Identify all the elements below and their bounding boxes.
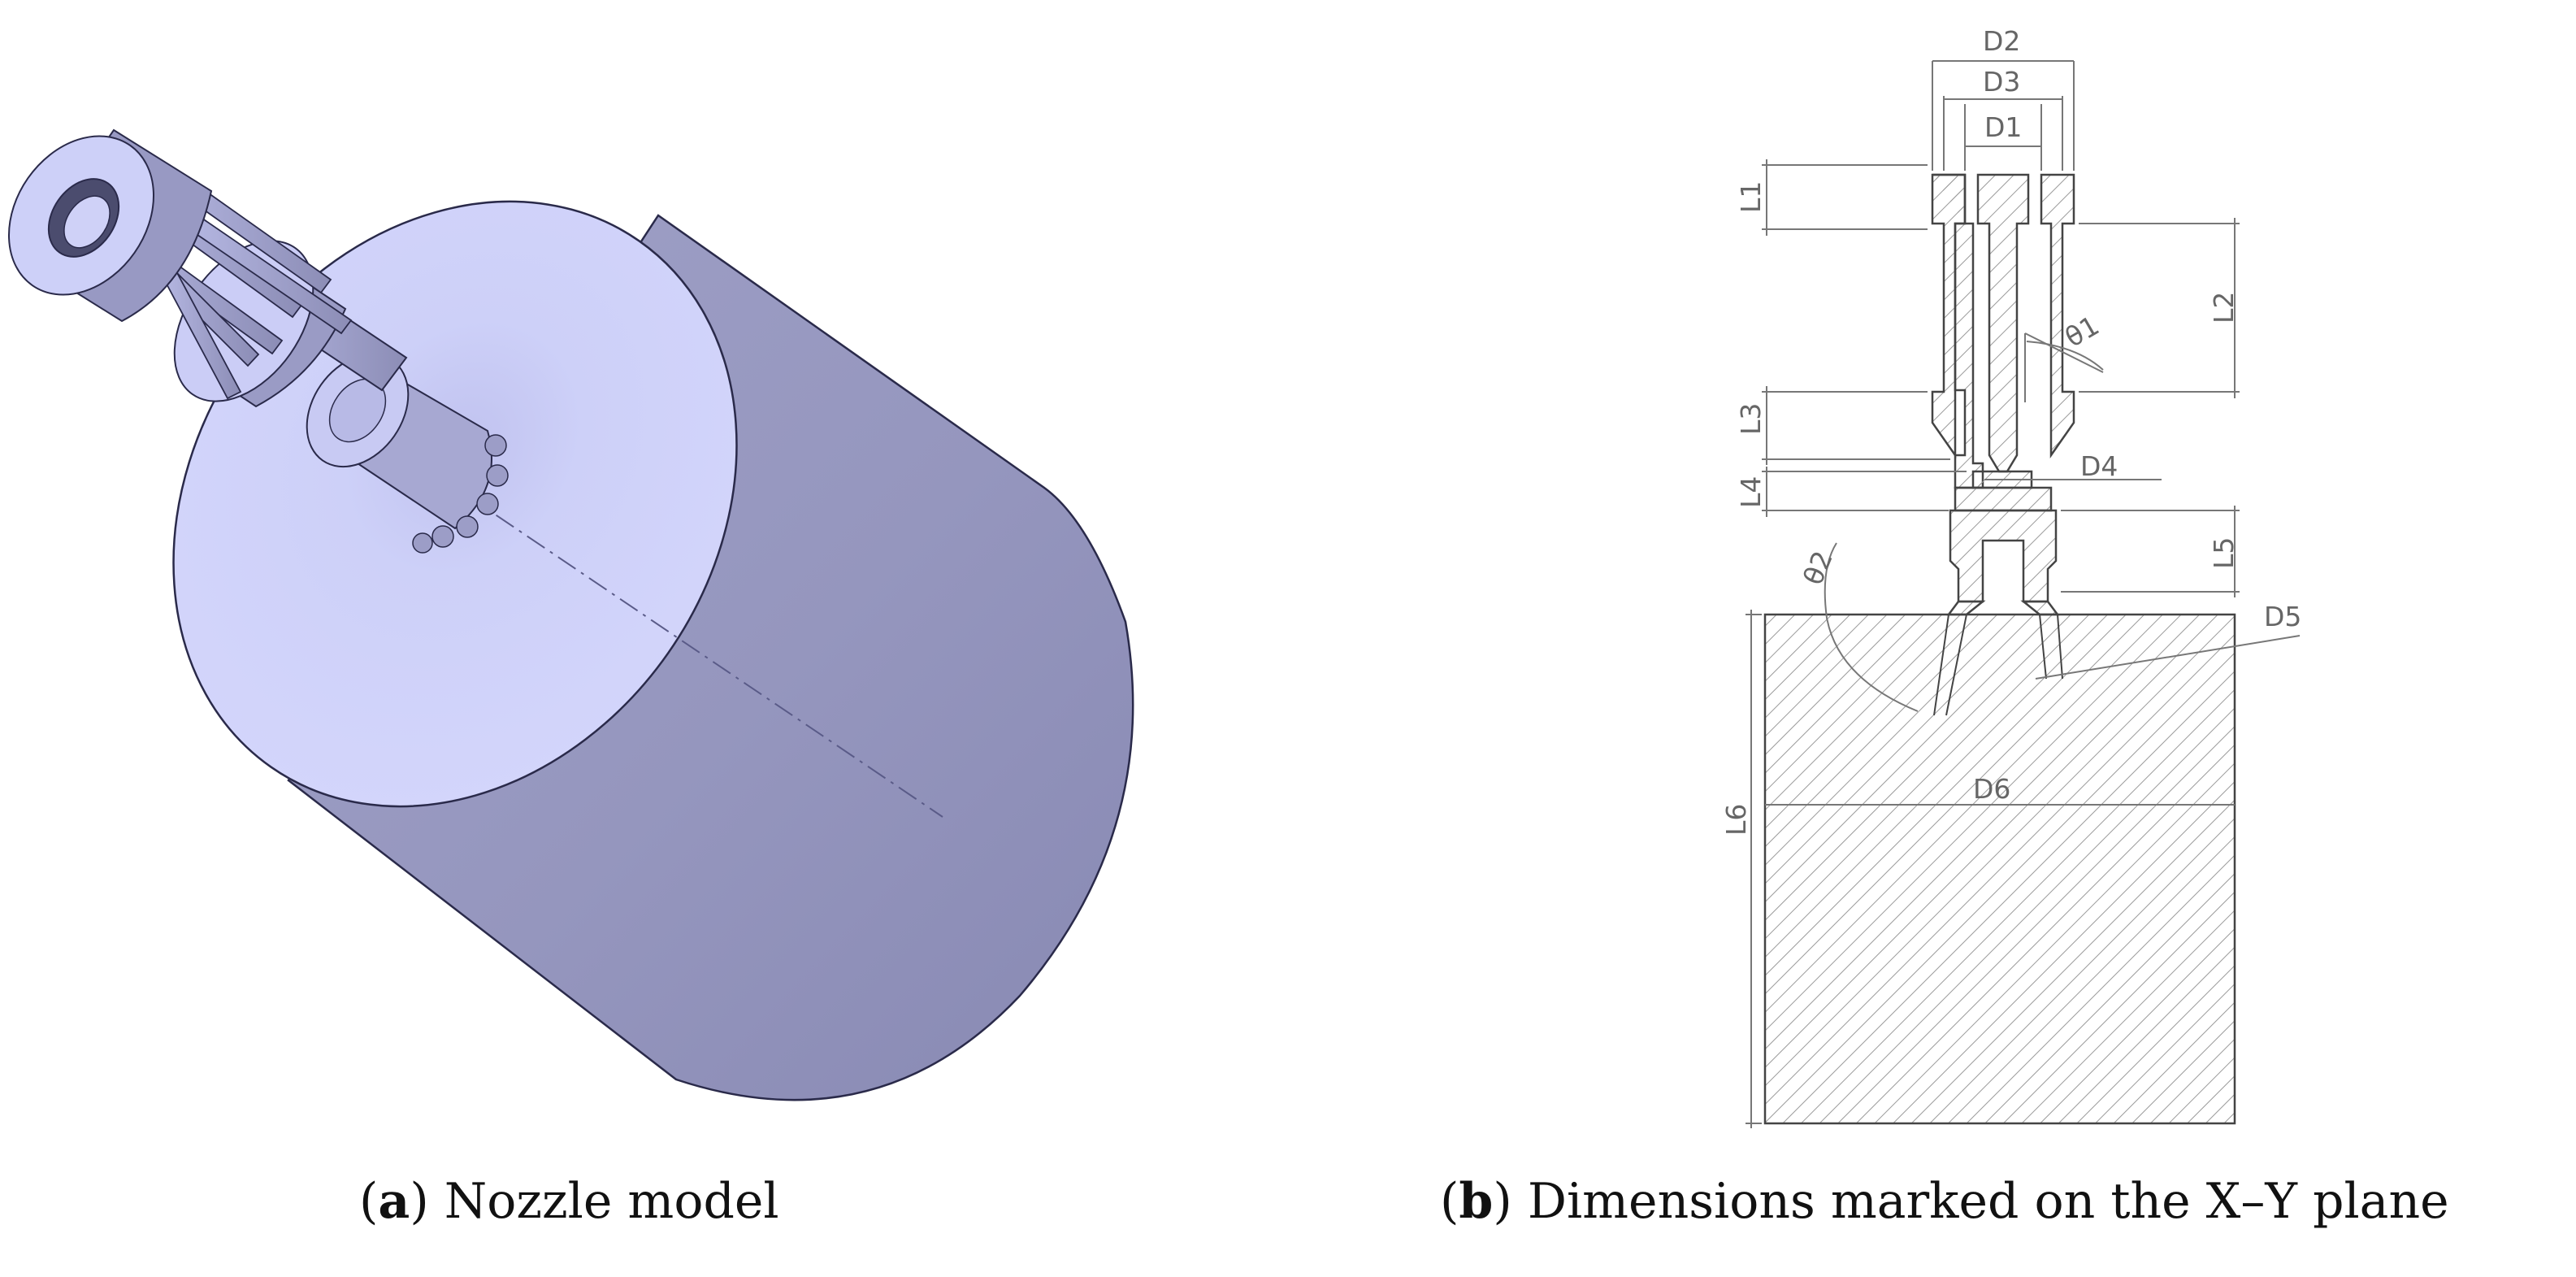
caption-a-letter: a bbox=[378, 1173, 410, 1230]
dimension-labels: D2 D3 D1 L1 L2 θ1 L3 D4 L4 L5 θ2 D5 D6 L… bbox=[1720, 25, 2301, 836]
label-l2: L2 bbox=[2208, 292, 2240, 324]
label-d3: D3 bbox=[1983, 66, 2020, 98]
caption-a-open: ( bbox=[359, 1173, 379, 1230]
cylinder-side bbox=[287, 214, 1134, 1101]
label-d6: D6 bbox=[1973, 773, 2010, 805]
label-theta1: θ1 bbox=[2060, 310, 2105, 354]
caption-b-open: ( bbox=[1440, 1173, 1459, 1230]
caption-a-close: ) bbox=[410, 1173, 429, 1230]
label-l4: L4 bbox=[1735, 476, 1767, 508]
label-d1: D1 bbox=[1984, 111, 2022, 143]
caption-b-text: Dimensions marked on the X–Y plane bbox=[1511, 1173, 2449, 1230]
caption-b-letter: b bbox=[1459, 1173, 1494, 1230]
label-l6: L6 bbox=[1720, 804, 1752, 836]
dimension-drawing: D2 D3 D1 L1 L2 θ1 L3 D4 L4 L5 θ2 D5 D6 L… bbox=[1720, 25, 2301, 1128]
caption-b: (b) Dimensions marked on the X–Y plane bbox=[1440, 1177, 2449, 1226]
base-section bbox=[1763, 613, 2236, 1125]
caption-a-text: Nozzle model bbox=[428, 1173, 779, 1230]
label-theta2: θ2 bbox=[1797, 546, 1839, 589]
nozzle-3d-model bbox=[7, 128, 1134, 1101]
caption-b-close: ) bbox=[1493, 1173, 1512, 1230]
label-d5: D5 bbox=[2264, 601, 2301, 632]
tube-section bbox=[1931, 173, 2075, 616]
label-d4: D4 bbox=[2080, 450, 2118, 482]
label-l3: L3 bbox=[1735, 403, 1767, 435]
dimension-lines bbox=[1746, 60, 2301, 1128]
caption-a: (a) Nozzle model bbox=[359, 1177, 779, 1226]
label-l1: L1 bbox=[1735, 181, 1767, 213]
label-d2: D2 bbox=[1983, 25, 2020, 57]
top-ring-disk bbox=[7, 128, 213, 323]
label-l5: L5 bbox=[2208, 537, 2240, 569]
